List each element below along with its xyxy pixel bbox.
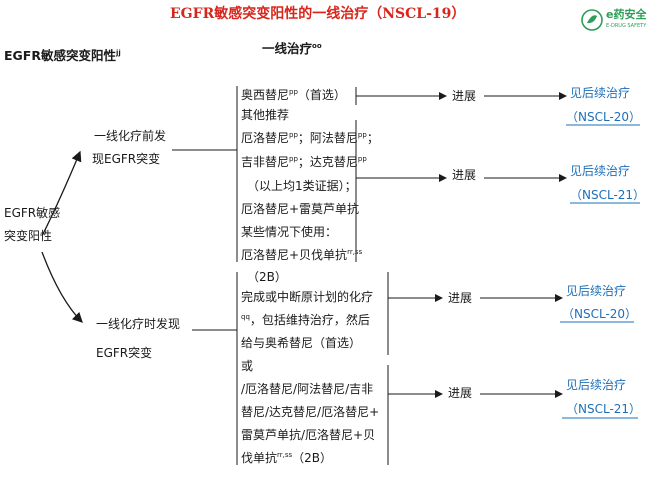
list2-line2: qq，包括维持治疗，然后 bbox=[241, 313, 370, 327]
subsequent-therapy-link[interactable]: 见后续治疗 bbox=[566, 284, 627, 298]
subsequent-therapy-code[interactable]: （NSCL-20） bbox=[562, 307, 638, 321]
progress-label: 进展 bbox=[452, 168, 477, 182]
subsequent-therapy-code[interactable]: （NSCL-20） bbox=[566, 110, 642, 124]
list1-erlotinib-ramucirumab: 厄洛替尼+雷莫芦单抗 bbox=[241, 202, 360, 216]
list2-line3: 给与奥希替尼（首选） bbox=[241, 336, 362, 350]
subsequent-therapy-link[interactable]: 见后续治疗 bbox=[570, 86, 631, 100]
list2-line5: /厄洛替尼/阿法替尼/吉非 bbox=[241, 382, 374, 396]
list1-erlotinib-afatinib: 厄洛替尼pp；阿法替尼pp； bbox=[241, 131, 379, 145]
branch1-line2: 现EGFR突变 bbox=[92, 152, 161, 166]
branch1-line1: 一线化疗前发 bbox=[94, 129, 167, 143]
root-node-line1: EGFR敏感 bbox=[4, 206, 61, 220]
list2-line7: 雷莫芦单抗/厄洛替尼+贝 bbox=[241, 428, 376, 442]
heading-first-line: 一线治疗oo bbox=[262, 41, 322, 56]
subsequent-therapy-link[interactable]: 见后续治疗 bbox=[570, 164, 631, 178]
subsequent-therapy-code[interactable]: （NSCL-21） bbox=[570, 188, 646, 202]
list1-category-2b: （2B） bbox=[247, 270, 287, 284]
list2-line1: 完成或中断原计划的化疗 bbox=[241, 290, 374, 304]
progress-label: 进展 bbox=[448, 291, 473, 305]
branch2-line2: EGFR突变 bbox=[96, 346, 153, 360]
list1-gefitinib-dacomitinib: 吉非替尼pp；达克替尼pp bbox=[241, 155, 367, 169]
list1-evidence-note: （以上均1类证据）； bbox=[247, 179, 357, 193]
list1-other-recommend: 其他推荐 bbox=[241, 108, 290, 122]
list1-osimertinib: 奥西替尼pp（首选） bbox=[241, 88, 346, 102]
progress-label: 进展 bbox=[452, 89, 477, 103]
arrow-root-to-branch2 bbox=[41, 251, 83, 323]
leaf-icon bbox=[581, 9, 603, 31]
heading-egfr-positive: EGFR敏感突变阳性jj bbox=[4, 48, 121, 63]
e-drug-safety-logo: e药安全 E-DRUG SAFETY bbox=[580, 6, 648, 36]
subsequent-therapy-code[interactable]: （NSCL-21） bbox=[566, 402, 642, 416]
arrow-root-to-branch1 bbox=[41, 150, 82, 237]
page-title: EGFR敏感突变阳性的一线治疗（NSCL-19） bbox=[170, 6, 466, 22]
list1-certain-cases: 某些情况下使用： bbox=[241, 225, 338, 239]
root-node-line2: 突变阳性 bbox=[4, 229, 53, 243]
list2-line6: 替尼/达克替尼/厄洛替尼+ bbox=[241, 405, 380, 419]
list2-line8: 伐单抗rr,ss（2B） bbox=[241, 451, 333, 465]
subsequent-therapy-link[interactable]: 见后续治疗 bbox=[566, 378, 627, 392]
logo-text: e药安全 bbox=[606, 8, 647, 21]
list2-line4: 或 bbox=[241, 359, 254, 373]
list1-erlotinib-bevacizumab: 厄洛替尼+贝伐单抗rr,ss bbox=[241, 248, 363, 262]
branch2-line1: 一线化疗时发现 bbox=[96, 317, 181, 331]
logo-subtext: E-DRUG SAFETY bbox=[606, 23, 647, 29]
progress-label: 进展 bbox=[448, 386, 473, 400]
